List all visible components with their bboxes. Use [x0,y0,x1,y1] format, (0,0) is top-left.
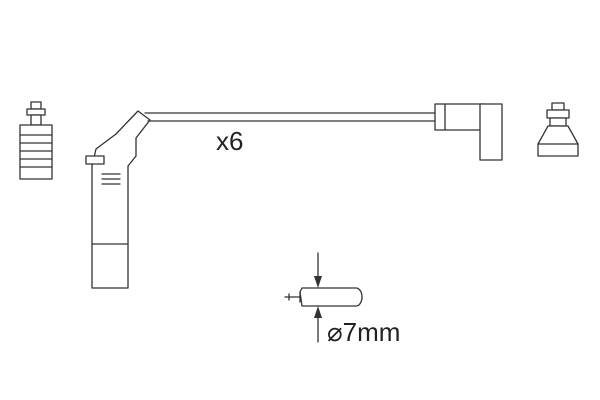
spark-plug-terminal-left [19,101,53,180]
diameter-value: 7mm [343,317,401,347]
cable-cross-section [284,252,363,343]
coil-terminal-right [537,102,579,157]
diameter-symbol: ⌀ [327,317,343,347]
plug-boot-straight [85,110,151,289]
quantity-label: x6 [216,126,243,156]
ignition-cable [144,112,436,122]
coil-boot-angled [434,103,503,161]
diameter-label: ⌀7mm [327,317,400,347]
